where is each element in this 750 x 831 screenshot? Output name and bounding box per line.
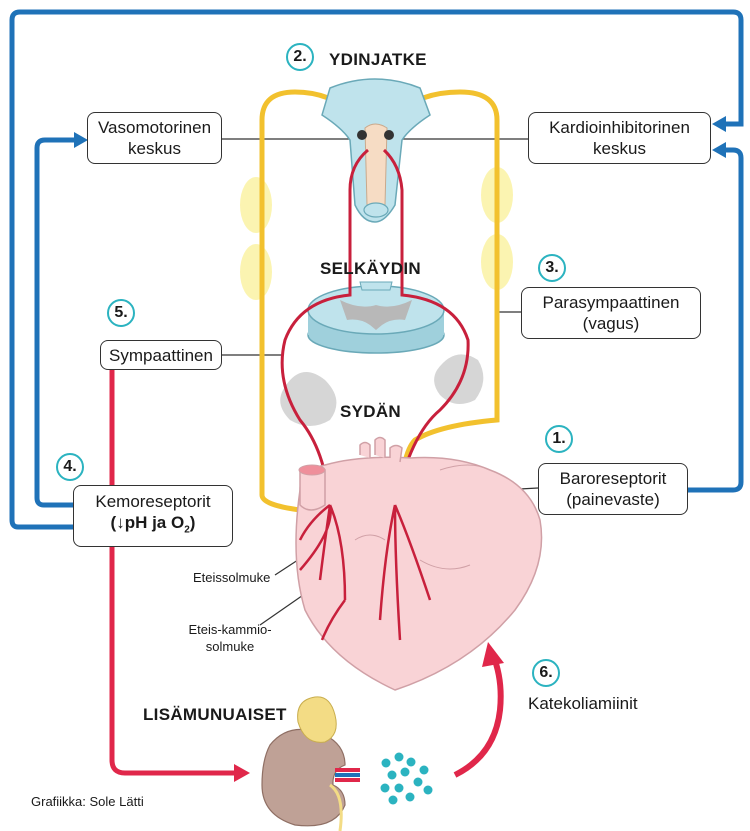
chemo-label-line2: (↓pH ja O2) bbox=[111, 512, 196, 540]
baro-label-line2: (painevaste) bbox=[566, 489, 660, 510]
heart-shape bbox=[296, 457, 542, 690]
sympathetic-box: Sympaattinen bbox=[100, 340, 222, 370]
ydinjatke-title: YDINJATKE bbox=[329, 50, 427, 70]
chemo-label-line1: Kemoreseptorit bbox=[95, 491, 210, 512]
center-dot-right bbox=[384, 130, 394, 140]
center-dot-left bbox=[357, 130, 367, 140]
grey-ganglion-right bbox=[434, 354, 483, 404]
baro-label-line1: Baroreseptorit bbox=[560, 468, 667, 489]
chemo-ph-o: pH ja O bbox=[125, 513, 185, 532]
spinal-column-top bbox=[360, 282, 392, 290]
aorta bbox=[300, 470, 325, 510]
step-marker-5: 5. bbox=[107, 299, 135, 327]
baroreceptor-box: Baroreseptorit (painevaste) bbox=[538, 463, 688, 515]
sydan-title: SYDÄN bbox=[340, 402, 401, 422]
arrow-head-heart bbox=[482, 642, 504, 667]
catecholamine-dots bbox=[381, 753, 433, 805]
arrow-head-kardio-top bbox=[712, 116, 726, 132]
parasym-label-line2: (vagus) bbox=[583, 313, 640, 334]
arrow-head-kardio-bottom bbox=[712, 142, 726, 158]
lisamunuaiset-title: LISÄMUNUAISET bbox=[143, 705, 287, 725]
cardio-label-line2: keskus bbox=[593, 138, 646, 159]
step-marker-3: 3. bbox=[538, 254, 566, 282]
vasomotor-label-line1: Vasomotorinen bbox=[98, 117, 211, 138]
medulla-core bbox=[365, 124, 387, 210]
vasomotor-center-box: Vasomotorinen keskus bbox=[87, 112, 222, 164]
vasomotor-label-line2: keskus bbox=[128, 138, 181, 159]
arrow-head-adrenal bbox=[234, 764, 250, 782]
chemoreceptor-box: Kemoreseptorit (↓pH ja O2) bbox=[73, 485, 233, 547]
chemo-close-paren: ) bbox=[190, 513, 196, 532]
arrow-head-vasomotor bbox=[74, 132, 88, 148]
av-node-label: Eteis-kammio- solmuke bbox=[186, 621, 274, 655]
parasympathetic-box: Parasympaattinen (vagus) bbox=[521, 287, 701, 339]
parasym-label-line1: Parasympaattinen bbox=[542, 292, 679, 313]
catecholamine-arrow bbox=[455, 655, 501, 775]
av-node-line2: solmuke bbox=[186, 638, 274, 655]
selkaydin-title: SELKÄYDIN bbox=[320, 259, 421, 279]
catecholamine-label: Katekoliamiinit bbox=[528, 694, 638, 714]
feedback-loop-kemo bbox=[37, 140, 78, 505]
cardioinhibitory-center-box: Kardioinhibitorinen keskus bbox=[528, 112, 711, 164]
step-marker-6: 6. bbox=[532, 659, 560, 687]
down-arrow-icon: ↓ bbox=[116, 513, 125, 532]
ganglion-left-upper bbox=[240, 177, 272, 233]
step-marker-4: 4. bbox=[56, 453, 84, 481]
graphics-credit: Grafiikka: Sole Lätti bbox=[31, 793, 144, 810]
ganglion-left-lower bbox=[240, 244, 272, 300]
cardio-label-line1: Kardioinhibitorinen bbox=[549, 117, 690, 138]
aorta-opening bbox=[299, 465, 325, 475]
av-node-line1: Eteis-kammio- bbox=[186, 621, 274, 638]
medulla-cut bbox=[364, 203, 388, 217]
step-marker-1: 1. bbox=[545, 425, 573, 453]
sympathetic-label: Sympaattinen bbox=[109, 345, 213, 366]
step-marker-2: 2. bbox=[286, 43, 314, 71]
sa-node-label: Eteissolmuke bbox=[193, 569, 270, 586]
kidney-shape bbox=[262, 729, 345, 825]
